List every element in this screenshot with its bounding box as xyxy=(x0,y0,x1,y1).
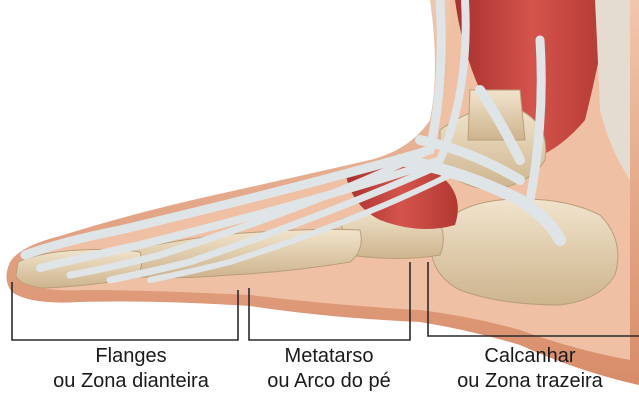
zone-mid-line1: Metatarso xyxy=(250,344,408,369)
zone-front-line1: Flanges xyxy=(10,344,252,369)
zone-label-mid: Metatarso ou Arco do pé xyxy=(250,344,408,394)
zone-rear-line2: ou Zona trazeira xyxy=(424,369,636,394)
zone-rear-line1: Calcanhar xyxy=(424,344,636,369)
calcaneus-bone xyxy=(430,199,618,305)
zone-mid-line2: ou Arco do pé xyxy=(250,369,408,394)
zone-label-front: Flanges ou Zona dianteira xyxy=(10,344,252,394)
zone-front-line2: ou Zona dianteira xyxy=(10,369,252,394)
zone-label-rear: Calcanhar ou Zona trazeira xyxy=(424,344,636,394)
